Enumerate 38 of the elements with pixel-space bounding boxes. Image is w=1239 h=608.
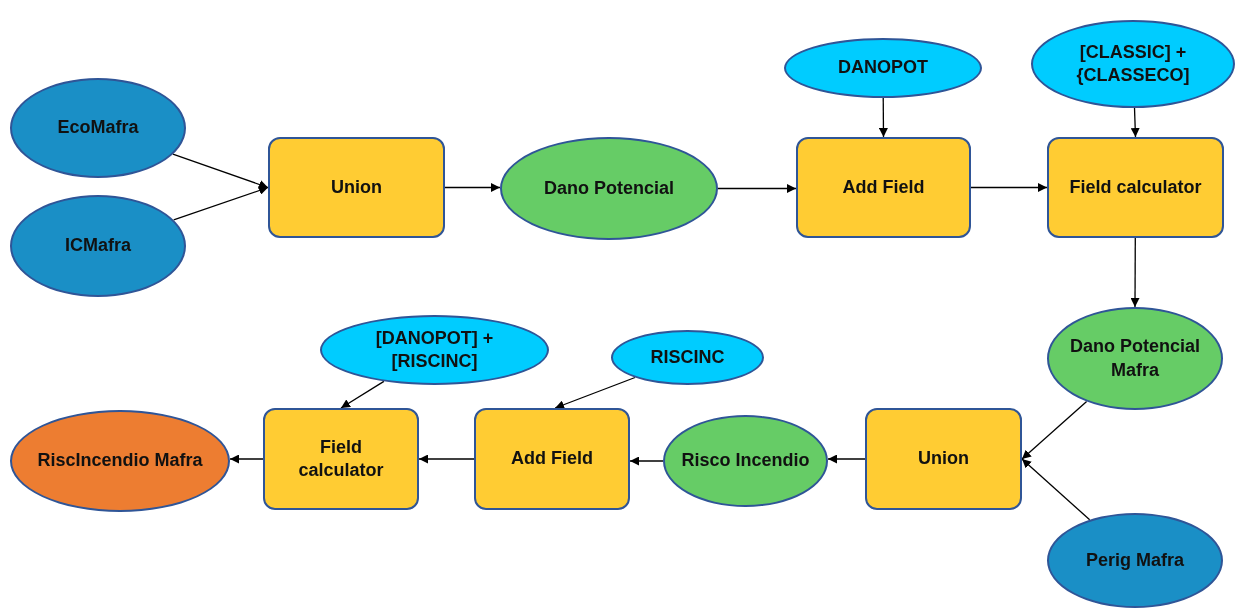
node-label: Field calculator: [1069, 175, 1202, 199]
node-label: EcoMafra: [57, 116, 139, 140]
node-label: Union: [331, 175, 382, 199]
node-label: Risco Incendio: [681, 449, 810, 473]
arrow: [444, 183, 501, 192]
arrow: [173, 186, 269, 221]
arrow: [172, 153, 269, 189]
node-label: Perig Mafra: [1085, 548, 1184, 572]
node-label: Dano Potencial Mafra: [1069, 335, 1201, 382]
node-label: [CLASSIC] + {CLASSECO]: [1075, 40, 1191, 87]
arrow: [1021, 400, 1088, 460]
arrow: [554, 376, 636, 409]
arrow: [1130, 107, 1140, 138]
process-box: [1047, 137, 1224, 238]
node-label: DANOPOT: [838, 56, 928, 80]
arrow: [827, 454, 866, 464]
arrow: [970, 183, 1048, 192]
arrow: [1130, 237, 1140, 308]
node-label: RiscIncendio Mafra: [37, 449, 203, 473]
node-label: Add Field: [511, 447, 593, 471]
process-box: [865, 408, 1022, 510]
node-label: RISCINC: [650, 345, 725, 369]
process-box: [263, 408, 419, 510]
arrow: [878, 97, 888, 138]
node-label: Union: [918, 447, 969, 471]
node-label: [DANOPOT] + [RISCINC]: [374, 326, 495, 373]
arrow: [418, 454, 475, 464]
arrow: [229, 454, 264, 464]
node-label: Dano Potencial: [544, 176, 674, 200]
arrow: [717, 184, 797, 193]
process-box: [796, 137, 971, 238]
arrow: [629, 456, 664, 466]
node-label: Add Field: [842, 175, 925, 199]
node-label: ICMafra: [65, 234, 131, 258]
node-label: Field calculator: [297, 435, 385, 482]
arrow: [1021, 458, 1091, 521]
process-box: [268, 137, 445, 238]
process-box: [474, 408, 630, 510]
